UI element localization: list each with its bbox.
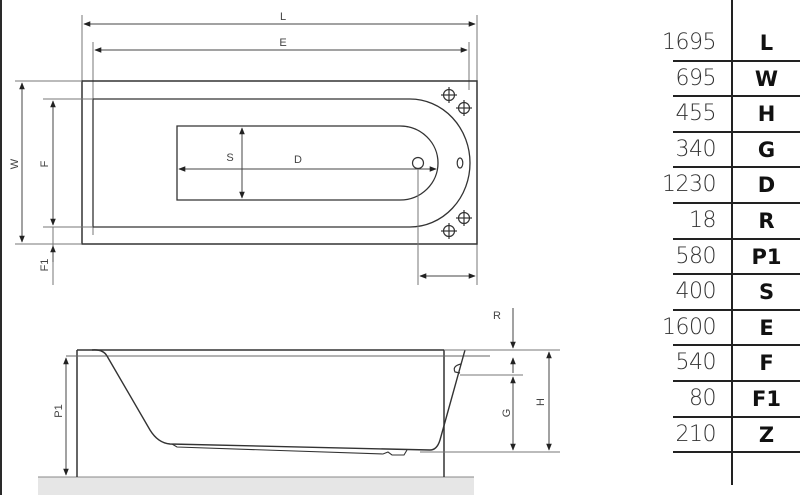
dimension-value: 1695 [662,30,717,55]
tap-hole-icon [456,100,472,116]
table-row: 580 P1 [658,240,800,276]
tap-hole-icon [441,87,457,103]
table-row: 400 S [658,275,800,311]
left-edge-border [0,0,2,495]
label-E: E [279,37,286,49]
overflow-icon [456,157,464,169]
dimension-value: 1600 [662,314,717,340]
dimensions-table: 1695 L 695 W 455 H 340 G 1230 D 18 R 580 P1 400… [658,0,800,485]
table-row: 210 Z [658,418,800,454]
label-H: H [535,398,547,406]
label-L: L [280,11,286,23]
dimension-value: 210 [675,421,717,447]
label-S: S [226,152,233,164]
label-G: G [501,409,513,418]
table-row: 80 F1 [658,382,800,418]
dimension-value: 580 [675,243,717,269]
floor [38,477,474,495]
table-row: 455 H [658,97,800,133]
dimension-code: Z [758,422,775,447]
tap-hole-icon [456,210,472,226]
table-row: 1695 L [658,26,800,62]
tub-basin-outline [92,98,471,228]
drain-icon [411,156,425,170]
dimension-value: 1230 [662,172,717,198]
label-F: F [39,160,51,167]
dimension-code: H [757,102,776,127]
dimension-value: 400 [675,279,717,305]
dimension-value: 18 [689,207,717,233]
dimension-code: W [754,66,779,91]
table-divider [731,0,733,485]
dimension-code: F [759,351,774,376]
label-F1: F1 [39,259,51,272]
table-row: 1600 E [658,311,800,347]
tap-hole-icon [441,223,457,239]
tub-bottom-outline [176,125,439,201]
dimension-code: S [758,280,775,305]
dimension-code: P1 [751,244,782,269]
top-view: L E W F F1 S D [9,11,478,285]
table-row: 340 G [658,133,800,169]
dimension-code: G [757,137,776,162]
dimension-value: 540 [675,350,717,376]
table-row: 540 F [658,346,800,382]
table-row: 695 W [658,62,800,98]
dimension-code: E [759,315,774,340]
tub-outer-rim [81,80,478,245]
dimension-code: R [758,208,775,233]
overflow-profile-icon [453,363,462,374]
label-W: W [9,158,21,169]
table-row: 1230 D [658,168,800,204]
dimension-code: D [757,173,776,198]
dimension-code: F1 [752,386,781,411]
table-row: 18 R [658,204,800,240]
dimension-value: 695 [675,65,717,91]
label-D: D [294,154,302,166]
dimension-value: 80 [689,385,717,411]
dimension-value: 340 [675,136,717,162]
side-view: R G H P1 [38,308,560,495]
label-R: R [493,310,501,322]
dimension-value: 455 [675,101,717,127]
tub-profile [91,349,466,451]
label-P1: P1 [53,404,65,417]
dimension-code: L [759,31,774,55]
